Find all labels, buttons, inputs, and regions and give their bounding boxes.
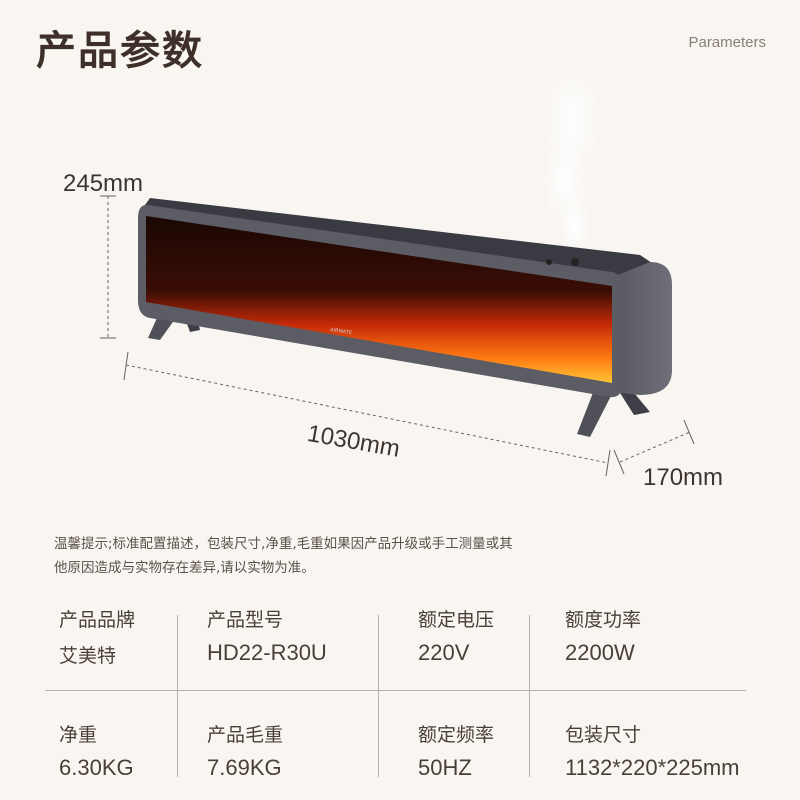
- heater-top-grille: [140, 198, 670, 282]
- brand-logo: AIRMATE: [330, 327, 353, 336]
- spec-label: 额定电压: [418, 609, 495, 631]
- flame-display-window: [146, 216, 612, 383]
- spec-label: 额度功率: [565, 609, 642, 631]
- height-dimension-line: [100, 195, 116, 339]
- spec-value: 50HZ: [418, 755, 472, 780]
- table-divider: [378, 615, 379, 777]
- control-knob: [571, 258, 579, 266]
- depth-dimension-label: 170mm: [643, 464, 724, 491]
- spec-value: 220V: [418, 640, 470, 665]
- table-divider: [177, 615, 178, 777]
- page-subtitle: Parameters: [688, 34, 766, 51]
- page-title: 产品参数: [36, 28, 204, 74]
- spec-value: 2200W: [565, 640, 635, 665]
- spec-label: 净重: [59, 724, 98, 746]
- spec-label: 产品品牌: [59, 609, 136, 631]
- spec-label: 产品型号: [207, 609, 284, 631]
- table-divider: [45, 690, 746, 691]
- spec-value: 1132*220*225mm: [565, 755, 740, 780]
- heater-leg-right: [577, 385, 614, 437]
- spec-label: 额定频率: [418, 724, 495, 746]
- spec-label: 产品毛重: [207, 724, 284, 746]
- spec-value: HD22-R30U: [207, 640, 327, 665]
- length-dimension-line: [123, 351, 611, 477]
- spec-label: 包装尺寸: [565, 724, 642, 746]
- steam-mist: [542, 70, 602, 255]
- depth-dimension-line: [613, 419, 695, 475]
- spec-value: 7.69KG: [207, 755, 282, 780]
- heater-product-image: AIRMATE: [100, 70, 695, 477]
- heater-side-cap: [610, 262, 672, 395]
- notice-text: 温馨提示;标准配置描述，包装尺寸,净重,毛重如果因产品升级或手工测量或其他原因造…: [54, 536, 513, 576]
- spec-value: 6.30KG: [59, 755, 134, 780]
- table-divider: [529, 615, 530, 777]
- spec-value: 艾美特: [59, 645, 117, 667]
- mist-outlet: [546, 259, 552, 265]
- height-dimension-label: 245mm: [63, 170, 144, 197]
